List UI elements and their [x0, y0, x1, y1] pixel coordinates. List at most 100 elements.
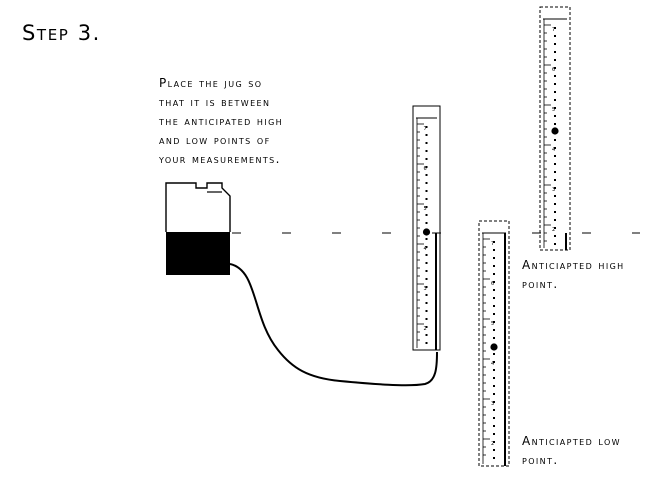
low-ruler-number-label: 3: [491, 401, 494, 407]
low-ruler-tick-mark: [493, 425, 495, 427]
high-ruler-tick-mark: [554, 187, 556, 189]
high-ruler-tick-mark: [554, 155, 556, 157]
high-ruler-tick-mark: [554, 123, 556, 125]
center-ruler-tick-mark: [425, 254, 428, 256]
low-ruler-tick-mark: [493, 289, 495, 291]
low-ruler-tick-mark: [493, 449, 495, 451]
low-ruler-tick-mark: [493, 241, 495, 243]
high-ruler-tick-mark: [554, 115, 556, 117]
center-ruler-tick-mark: [425, 214, 428, 216]
high-ruler-tick-mark: [554, 195, 556, 197]
low-ruler-tick-mark: [493, 361, 495, 363]
high-ruler-tick-mark: [554, 43, 556, 45]
low-ruler-tick-mark: [493, 257, 495, 259]
low-ruler-number-label: 6: [491, 281, 494, 287]
high-point-label: Anticiapted high point.: [522, 256, 625, 294]
center-ruler-tick-mark: [425, 206, 428, 208]
high-ruler-tick-mark: [554, 211, 556, 213]
center-ruler-tick-mark: [425, 310, 428, 312]
low-point-label-line: Anticiapted low: [522, 434, 621, 448]
center-ruler-frame: [412, 105, 441, 351]
high-ruler-number-label: 3: [552, 187, 555, 193]
center-ruler-tick-mark: [425, 174, 428, 176]
high-ruler-tick-mark: [554, 235, 556, 237]
center-ruler-tick-mark: [425, 158, 428, 160]
low-ruler-tick-mark: [493, 409, 495, 411]
instruction-line: Place the jug so: [159, 76, 263, 90]
low-ruler-number-label: 2: [491, 441, 494, 447]
center-ruler-number-label: 3: [424, 286, 427, 292]
center-ruler-number-label: 6: [424, 166, 427, 172]
step-title: Step 3.: [22, 21, 101, 45]
high-ruler-frame: [539, 6, 571, 251]
high-ruler-tick-mark: [554, 67, 556, 69]
low-ruler-number-label: 7: [491, 241, 494, 247]
low-ruler-tick-mark: [493, 369, 495, 371]
low-ruler-tick-mark: [493, 337, 495, 339]
center-ruler-tick-mark: [425, 166, 428, 168]
high-ruler-tick-mark: [554, 243, 556, 245]
center-ruler-tick-mark: [425, 238, 428, 240]
low-ruler-tick-mark: [493, 313, 495, 315]
high-ruler-tick-mark: [554, 171, 556, 173]
instruction-line: that it is between: [159, 95, 271, 109]
instruction-line: the anticipated high: [159, 114, 284, 128]
center-ruler-tick-mark: [425, 222, 428, 224]
high-ruler-tick-mark: [554, 51, 556, 53]
center-ruler-tick-mark: [425, 270, 428, 272]
high-ruler-tick-mark: [554, 227, 556, 229]
low-ruler-tick-mark: [493, 321, 495, 323]
center-ruler-tick-mark: [425, 294, 428, 296]
low-ruler-number-label: 4: [491, 361, 494, 367]
center-ruler-tick-mark: [425, 198, 428, 200]
high-ruler-number-label: 6: [552, 67, 555, 73]
water-tube: [229, 263, 438, 387]
high-ruler-tick-mark: [554, 107, 556, 109]
high-ruler-tick-mark: [554, 163, 556, 165]
high-ruler-tick-mark: [554, 179, 556, 181]
center-ruler-tick-mark: [425, 286, 428, 288]
low-ruler-tick-mark: [493, 433, 495, 435]
low-ruler-tick-mark: [493, 281, 495, 283]
center-ruler-tick-mark: [425, 134, 428, 136]
center-ruler-tick-mark: [425, 150, 428, 152]
high-ruler-tick-mark: [554, 219, 556, 221]
high-ruler-tick-mark: [554, 203, 556, 205]
jug-water: [166, 232, 230, 275]
low-ruler-tick-mark: [493, 457, 495, 459]
center-ruler-tick-mark: [425, 190, 428, 192]
low-ruler-tick-mark: [493, 401, 495, 403]
high-ruler-tick-mark: [554, 147, 556, 149]
low-ruler-number-label: 5: [491, 321, 494, 327]
center-ruler-number-label: 4: [424, 246, 427, 252]
high-ruler-tick-mark: [554, 91, 556, 93]
low-ruler-water-level-dot: [490, 343, 498, 351]
low-ruler-tick-mark: [493, 249, 495, 251]
center-ruler-tick-mark: [425, 318, 428, 320]
low-ruler-tick-mark: [493, 353, 495, 355]
low-point-label: Anticiapted low point.: [522, 432, 621, 470]
high-point-label-line: Anticiapted high: [522, 258, 625, 272]
high-ruler-number-label: 5: [552, 107, 555, 113]
center-ruler-tick-mark: [425, 334, 428, 336]
low-ruler-tick-mark: [493, 305, 495, 307]
low-ruler-tick-mark: [493, 297, 495, 299]
center-ruler-tick-mark: [425, 246, 428, 248]
low-ruler-tick-mark: [493, 273, 495, 275]
center-ruler-water-level-dot: [422, 228, 431, 236]
high-ruler-number-label: 4: [552, 147, 555, 153]
low-ruler-tick-mark: [493, 329, 495, 331]
center-ruler-tick-mark: [425, 342, 428, 344]
high-ruler-number-label: 2: [552, 227, 555, 233]
high-ruler-tick-mark: [554, 59, 556, 61]
center-ruler-tick-mark: [425, 142, 428, 144]
high-ruler-number-label: 7: [552, 27, 555, 33]
low-ruler-tick-mark: [493, 393, 495, 395]
high-ruler-tick-mark: [554, 35, 556, 37]
center-ruler-tick-mark: [425, 182, 428, 184]
low-point-label-line: point.: [522, 453, 559, 467]
instruction-line: and low points of: [159, 133, 271, 147]
low-ruler-tick-mark: [493, 377, 495, 379]
